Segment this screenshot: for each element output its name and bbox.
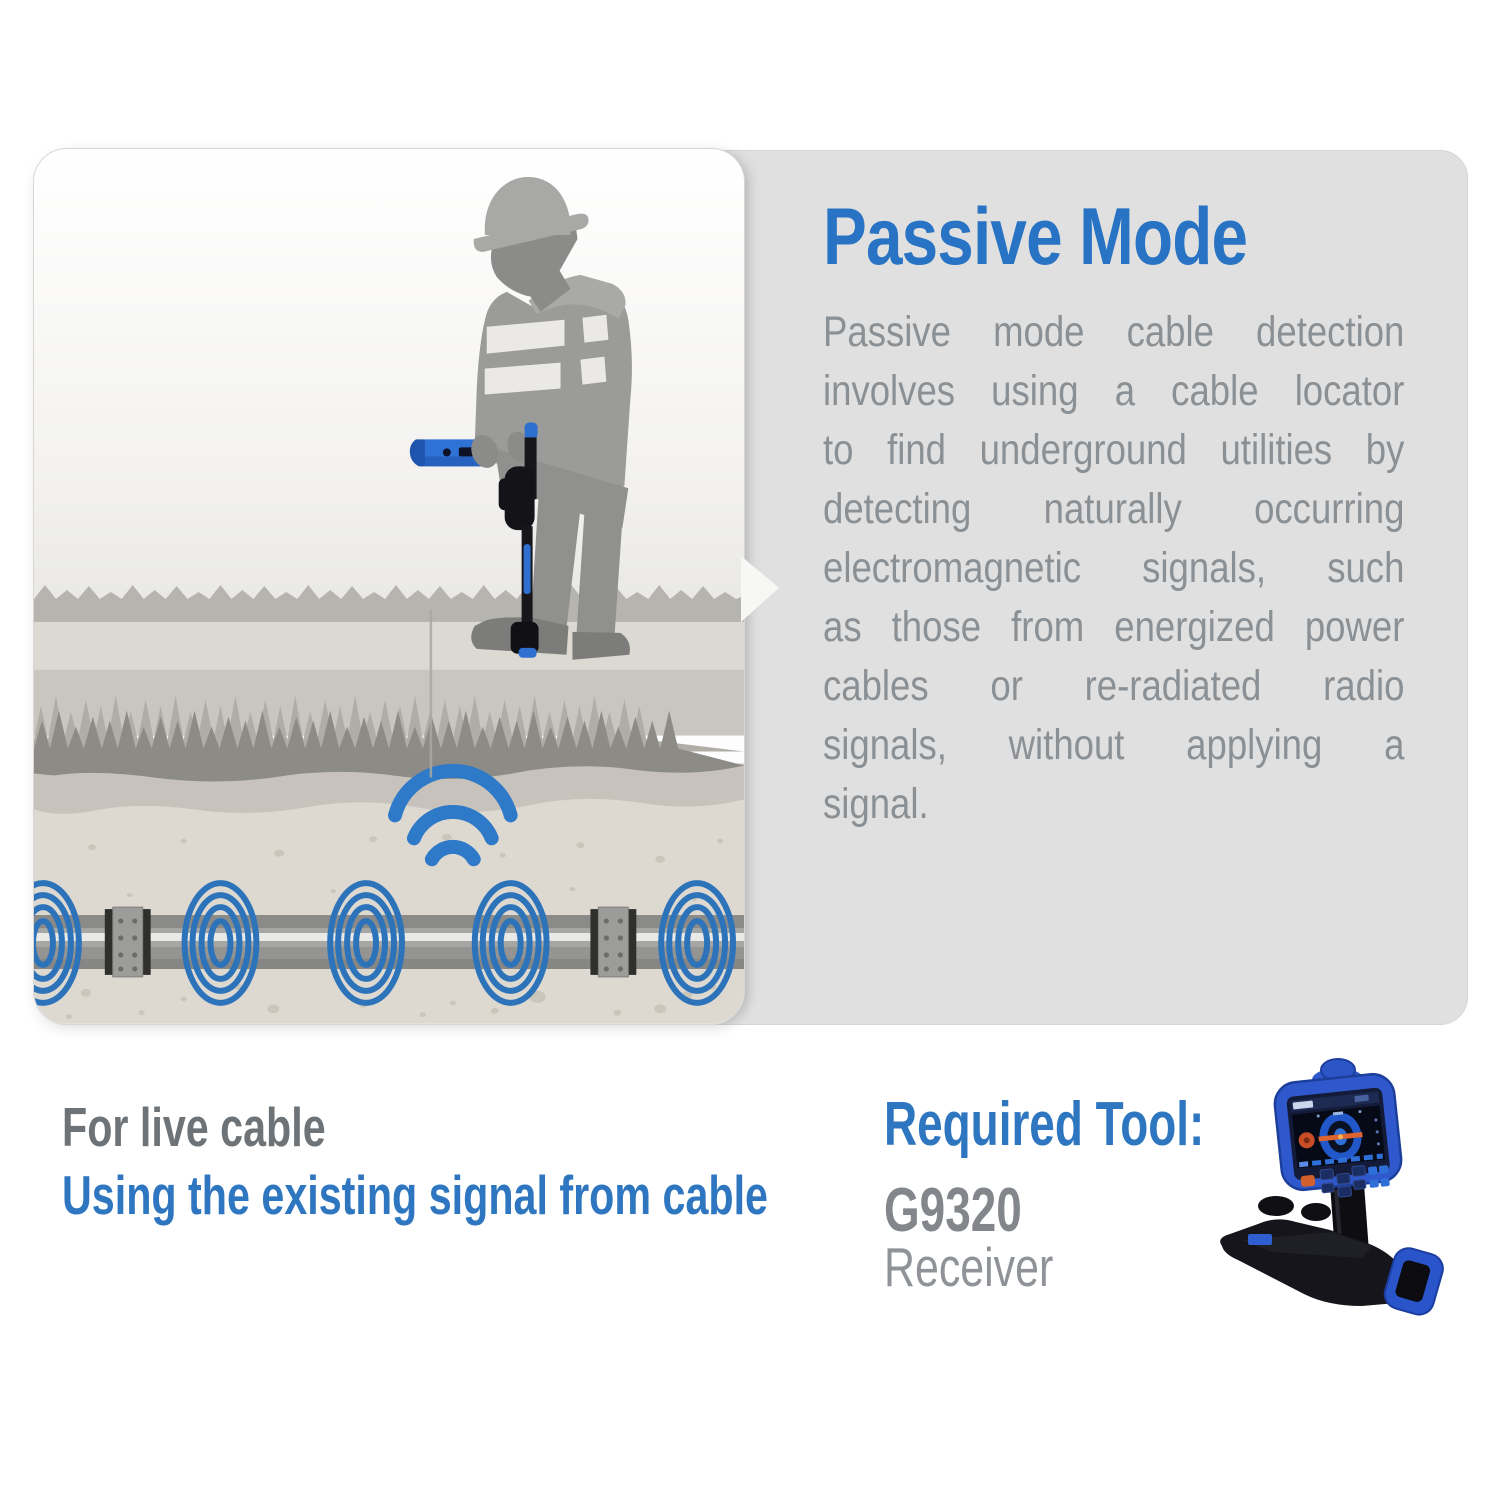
body-line: to find underground utilities by <box>823 426 1405 474</box>
hard-hat <box>484 177 571 235</box>
sky-background <box>34 149 744 610</box>
tool-type-label: Receiver <box>884 1236 1054 1298</box>
body-line: cables or re-radiated radio <box>823 662 1405 710</box>
pipe-coupling <box>104 906 151 978</box>
caption-for-live-cable: For live cable <box>62 1096 326 1158</box>
body-line: involves using a cable locator <box>823 367 1405 415</box>
worker-hand <box>471 434 499 468</box>
cable-locator <box>409 422 539 658</box>
required-tool-label: Required Tool: <box>884 1090 1205 1159</box>
receiver-screen <box>1291 1105 1386 1169</box>
page-title: Passive Mode <box>823 192 1248 282</box>
soil-layer <box>34 781 744 1024</box>
signal-rings-icon <box>34 880 737 1006</box>
receiver-device <box>1220 1058 1444 1316</box>
boot <box>572 631 630 660</box>
hi-vis-stripes <box>484 314 609 395</box>
receiver-head <box>1273 1072 1403 1198</box>
tool-model-label: G9320 <box>884 1176 1022 1245</box>
pipe-coupling <box>590 906 637 978</box>
receiver-keypad <box>1300 1165 1390 1198</box>
illustration-panel <box>33 148 745 1025</box>
info-panel: Passive Mode Passive mode cable detectio… <box>690 150 1468 1025</box>
caption-using-existing-signal: Using the existing signal from cable <box>62 1164 768 1226</box>
body-line: signal. <box>823 780 929 828</box>
tall-grass-dark <box>34 710 744 782</box>
receiver-foot <box>1383 1247 1444 1316</box>
body-line: signals, without applying a <box>823 721 1405 769</box>
info-body-text: Passive mode cable detection involves us… <box>823 303 1500 834</box>
passive-mode-illustration <box>34 149 744 1024</box>
body-line: detecting naturally occurring <box>823 485 1405 533</box>
receiver-base <box>1220 1196 1444 1316</box>
worker-hand <box>507 431 530 462</box>
body-line: as those from energized power <box>823 603 1405 651</box>
body-line: Passive mode cable detection <box>823 308 1405 356</box>
wifi-signal-icon <box>388 763 518 867</box>
body-line: electromagnetic signals, such <box>823 544 1405 592</box>
